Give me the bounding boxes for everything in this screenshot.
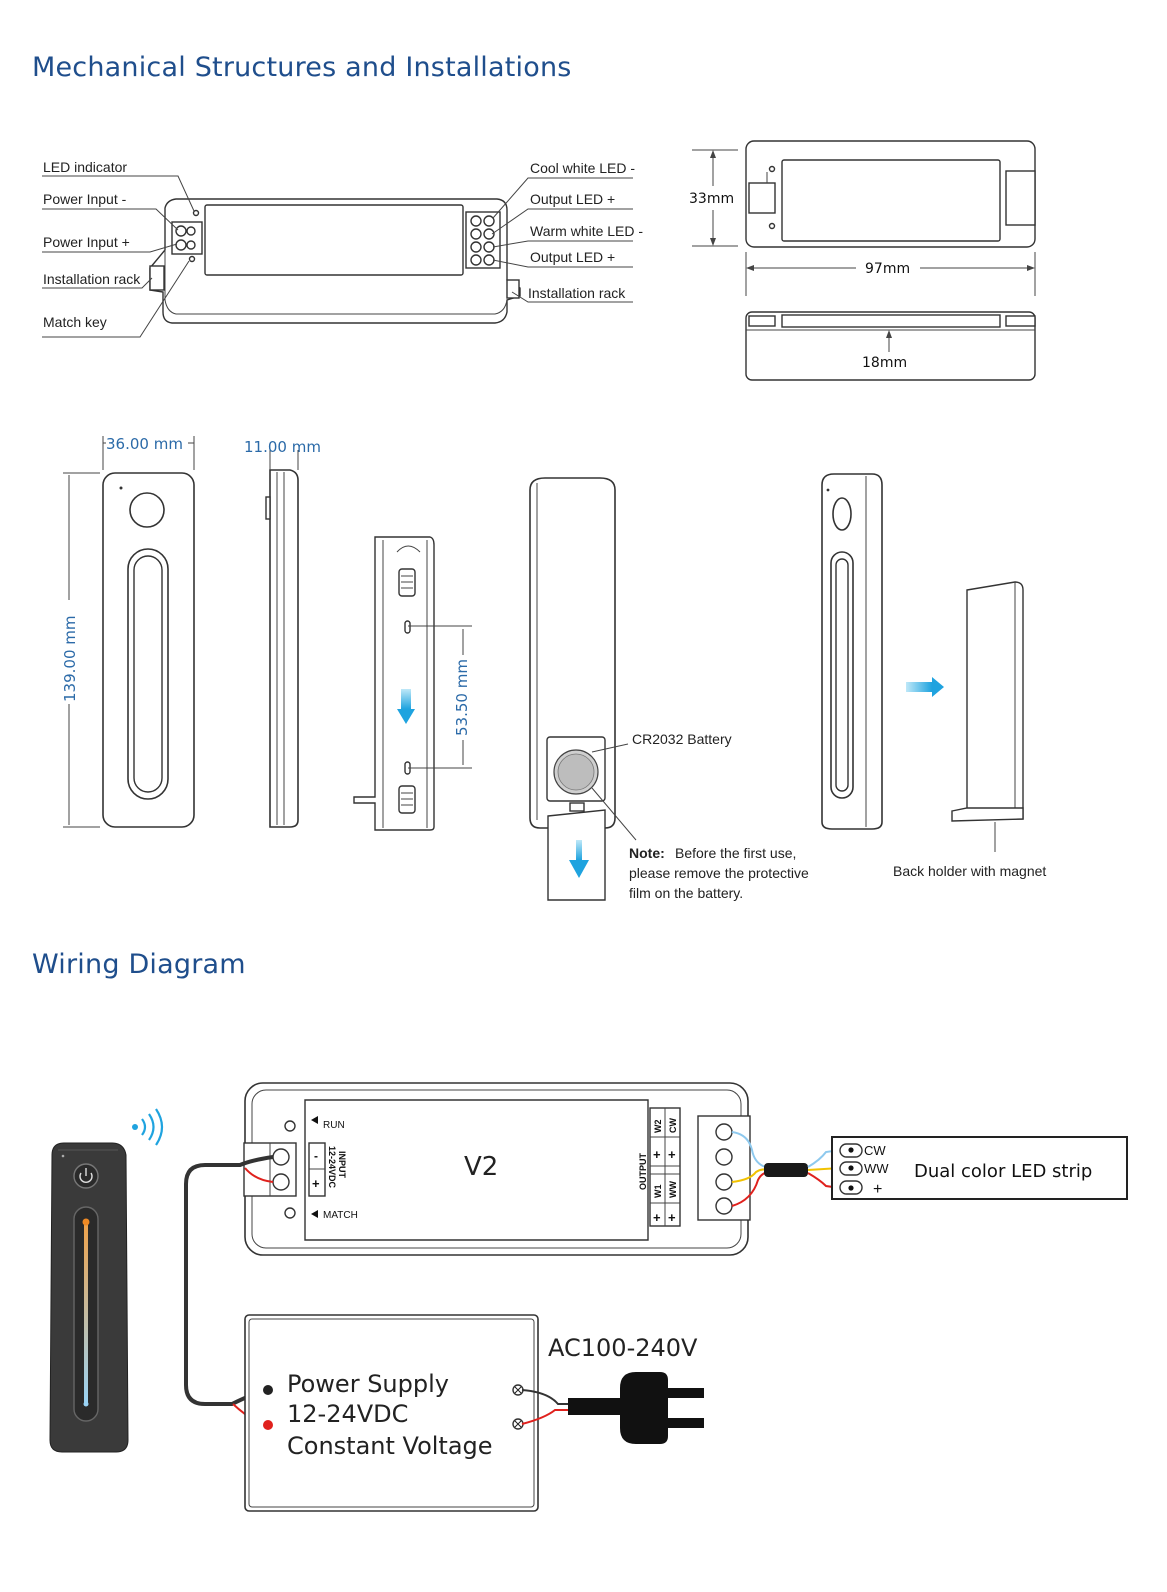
note-line2: please remove the protective — [629, 865, 809, 881]
label-ww: WW — [668, 1181, 678, 1198]
note-line1: Before the first use, — [675, 845, 796, 861]
label-warm-white-led: Warm white LED - — [530, 223, 643, 239]
output-plus-4: + — [668, 1210, 676, 1225]
ps-line1: Power Supply — [287, 1370, 449, 1398]
v2-controller — [243, 1082, 751, 1256]
remote-side-view — [265, 450, 299, 828]
wiring-heading: Wiring Diagram — [32, 949, 246, 980]
label-match: MATCH — [323, 1210, 358, 1221]
led-strip-box — [831, 1136, 1128, 1200]
input-minus: - — [314, 1149, 318, 1163]
label-power-input-minus: Power Input - — [43, 191, 127, 207]
back-holder-magnet — [951, 581, 1024, 852]
wireless-signal-icon — [132, 1108, 164, 1146]
ps-line2: 12-24VDC — [287, 1400, 408, 1428]
strip-cw: CW — [864, 1143, 886, 1158]
remote-front-view — [63, 436, 195, 828]
dim-hole-spacing: 53.50 mm — [453, 659, 471, 736]
dim-remote-width: 36.00 mm — [106, 435, 183, 453]
label-cool-white-led: Cool white LED - — [530, 160, 635, 176]
power-supply — [244, 1314, 539, 1512]
label-cr2032-battery: CR2032 Battery — [632, 731, 732, 747]
strip-name: Dual color LED strip — [914, 1161, 1092, 1182]
label-input: INPUT — [337, 1151, 347, 1179]
dim-33mm: 33mm — [689, 191, 734, 207]
ac-plug-icon — [521, 1372, 704, 1444]
label-output-led-plus-1: Output LED + — [530, 191, 615, 207]
back-holder-back-view — [353, 536, 472, 831]
remote-angle-view — [821, 473, 883, 830]
strip-ww: WW — [864, 1161, 889, 1176]
label-led-indicator: LED indicator — [43, 159, 127, 175]
leader-lines-right — [491, 177, 633, 303]
label-cw: CW — [668, 1118, 678, 1133]
output-plus-1: + — [653, 1147, 661, 1162]
label-input-voltage: 12-24VDC — [327, 1146, 337, 1189]
label-back-holder: Back holder with magnet — [893, 863, 1046, 879]
note-line3: film on the battery. — [629, 885, 743, 901]
label-installation-rack-right: Installation rack — [528, 285, 626, 301]
output-plus-2: + — [668, 1147, 676, 1162]
mechanical-heading: Mechanical Structures and Installations — [32, 52, 572, 83]
output-wires — [731, 1131, 841, 1207]
dim-97mm: 97mm — [865, 261, 910, 277]
label-output-led-plus-2: Output LED + — [530, 249, 615, 265]
label-output: OUTPUT — [638, 1153, 648, 1191]
ps-line3: Constant Voltage — [287, 1432, 493, 1460]
label-run: RUN — [323, 1120, 345, 1131]
label-match-key: Match key — [43, 314, 107, 330]
ac-voltage: AC100-240V — [548, 1334, 698, 1362]
note-bold: Note: — [629, 845, 665, 861]
label-w1: W1 — [653, 1185, 663, 1199]
input-plus: + — [312, 1176, 320, 1191]
dim-18mm: 18mm — [862, 355, 907, 371]
dim-remote-height: 139.00 mm — [61, 616, 79, 702]
cyan-arrow-right — [906, 677, 944, 697]
remote-battery-view — [529, 477, 637, 901]
output-plus-3: + — [653, 1210, 661, 1225]
wiring-remote — [49, 1142, 129, 1453]
dim-remote-thickness: 11.00 mm — [244, 438, 321, 456]
label-installation-rack-left: Installation rack — [43, 271, 141, 287]
device-name-v2: V2 — [464, 1152, 498, 1182]
label-power-input-plus: Power Input + — [43, 234, 130, 250]
strip-plus: + — [873, 1181, 882, 1198]
controller-top-view — [692, 140, 1036, 296]
controller-perspective — [149, 198, 521, 324]
label-w2: W2 — [653, 1120, 663, 1134]
leader-lines-left — [42, 175, 195, 338]
controller-side-view — [745, 311, 1036, 381]
